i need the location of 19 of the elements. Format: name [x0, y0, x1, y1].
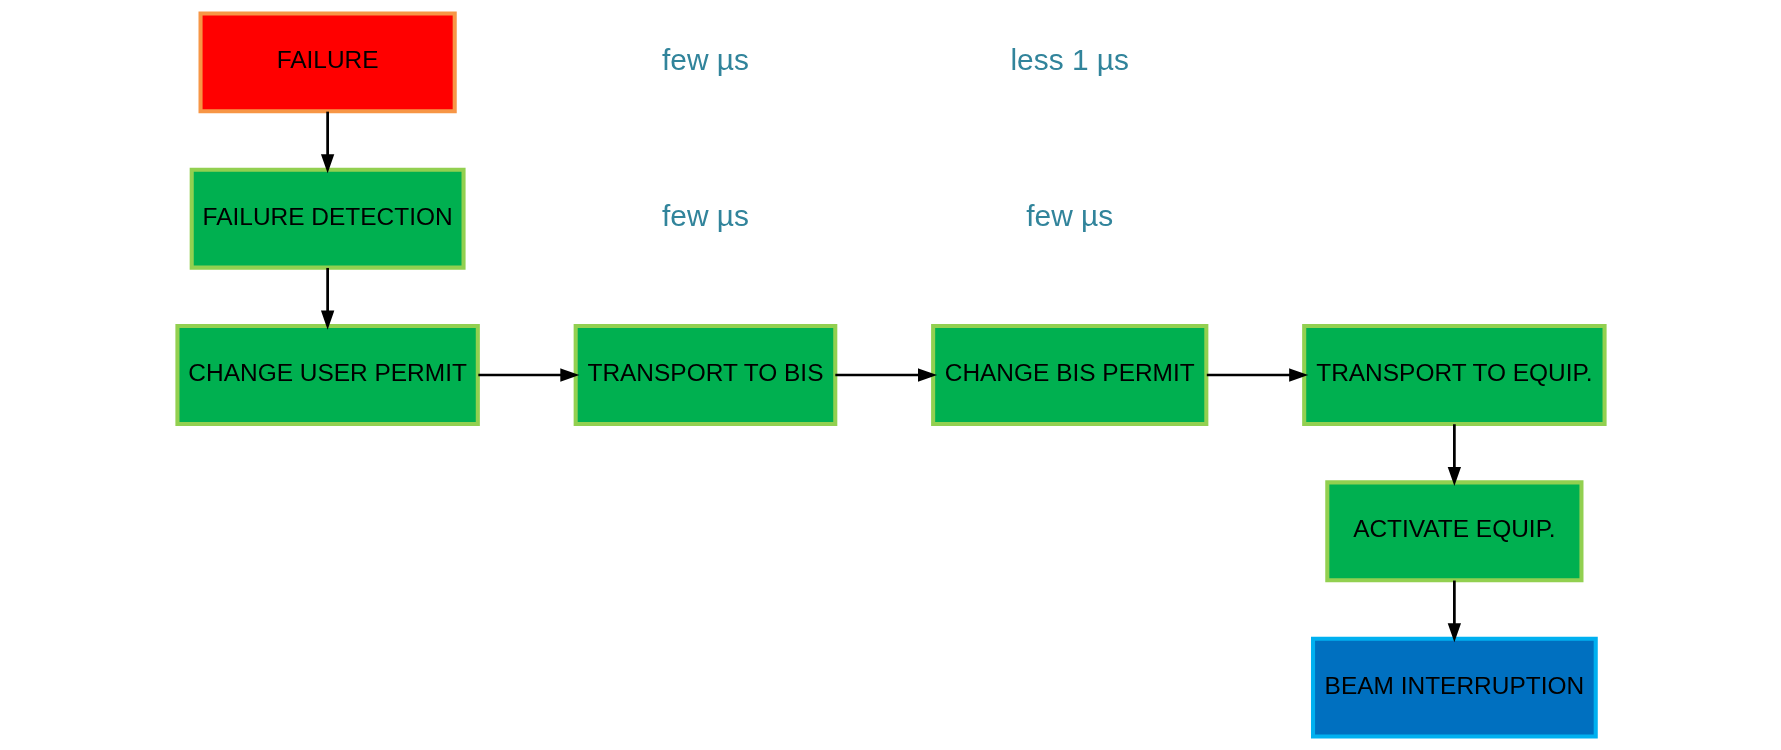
label: few µs	[1025, 199, 1113, 233]
arrow	[320, 267, 334, 330]
node-box: BEAM INTERRUPTION	[1310, 636, 1598, 739]
label: few µs	[661, 199, 749, 233]
label: less 1 µs	[1009, 43, 1129, 76]
node-box: ACTIVATE EQUIP.	[1324, 480, 1583, 583]
arrow	[477, 368, 579, 382]
arrow	[1206, 368, 1308, 382]
node-box: FAILURE DETECTION	[189, 167, 466, 270]
node-box: CHANGE USER PERMIT	[174, 324, 480, 426]
node-box: FAILURE	[198, 11, 457, 114]
arrow	[834, 368, 937, 382]
arrow	[1447, 424, 1461, 486]
node-box: TRANSPORT TO EQUIP.	[1301, 324, 1607, 426]
node-box: CHANGE BIS PERMIT	[930, 324, 1208, 426]
arrow	[320, 111, 334, 174]
arrow	[1447, 580, 1461, 643]
node-box: TRANSPORT TO BIS	[573, 324, 837, 426]
label: few µs	[661, 43, 749, 76]
